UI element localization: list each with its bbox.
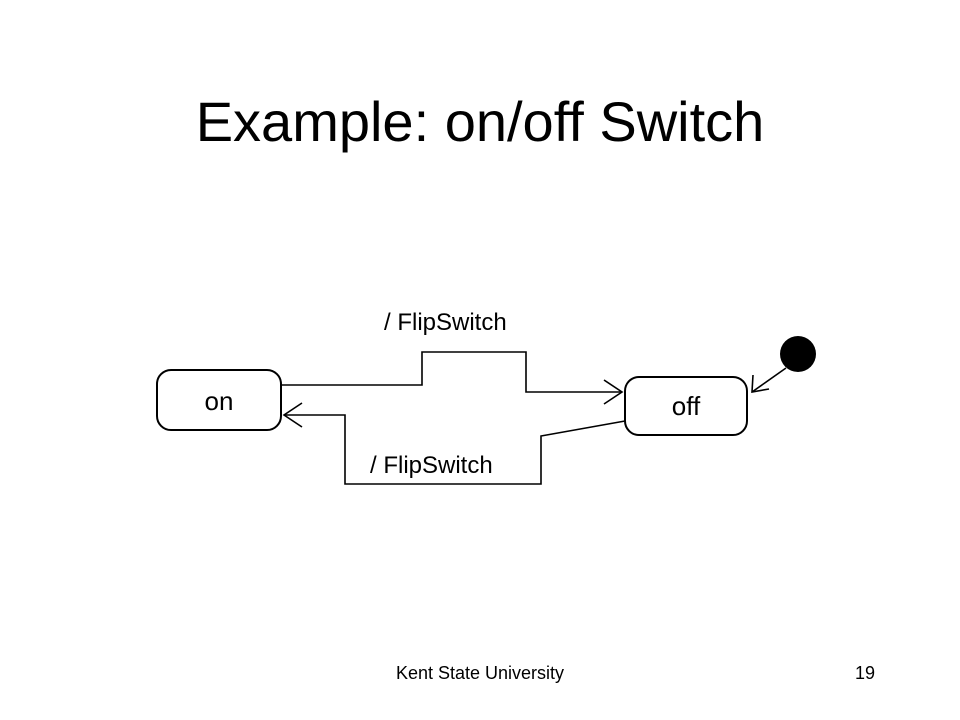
- transition-on-to-off-label: / FlipSwitch: [384, 309, 507, 336]
- state-off: off: [624, 376, 748, 436]
- page-number: 19: [855, 663, 876, 683]
- transition-off-to-on-arrowhead: [282, 402, 303, 428]
- state-off-box: [624, 376, 748, 436]
- footer-text: Kent State University: [395, 663, 565, 683]
- initial-state: [751, 336, 816, 393]
- transition-off-to-on: / FlipSwitch: [282, 402, 626, 485]
- initial-state-dot: [780, 336, 816, 372]
- transition-off-to-on-line: [284, 414, 626, 485]
- transition-off-to-on-label: / FlipSwitch: [370, 452, 493, 479]
- transition-on-to-off-arrowhead: [603, 379, 624, 405]
- initial-transition-line: [751, 367, 787, 393]
- state-on-label: on: [205, 386, 234, 416]
- state-off-label: off: [672, 391, 701, 421]
- initial-transition-arrowhead: [751, 374, 770, 393]
- slide-title: Example: on/off Switch: [195, 90, 765, 153]
- transition-on-to-off-line: [281, 351, 622, 393]
- transition-on-to-off: / FlipSwitch: [281, 309, 624, 405]
- state-on-box: [156, 369, 282, 431]
- state-on: on: [156, 369, 282, 431]
